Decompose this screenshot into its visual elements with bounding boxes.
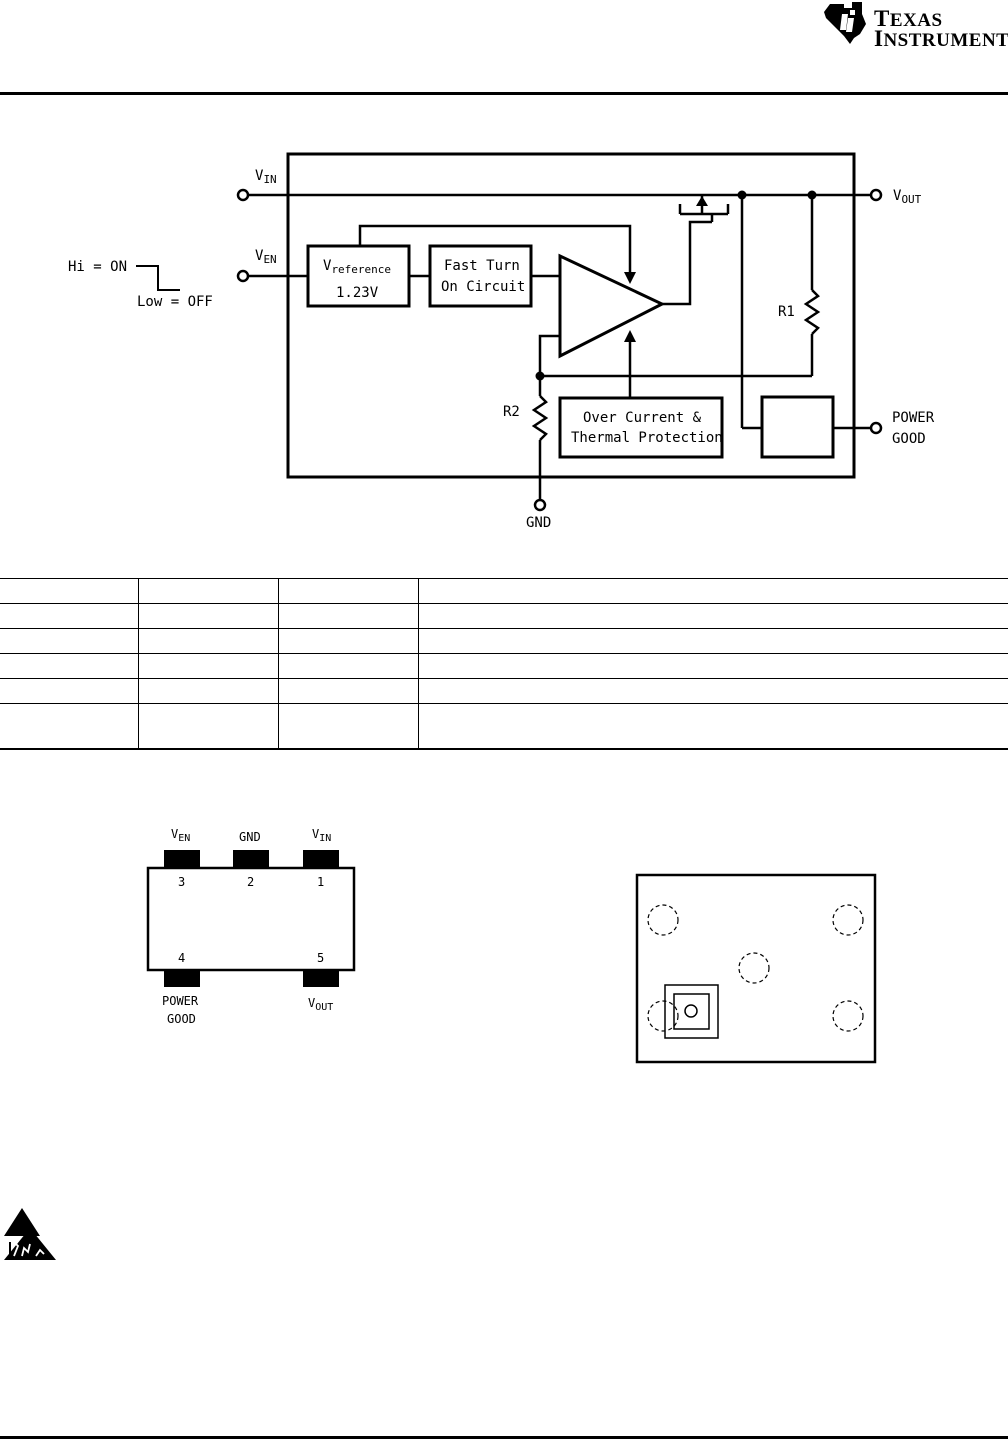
pin-table	[0, 578, 1008, 750]
ti-chip-logo-icon	[824, 2, 866, 44]
footer-rule	[0, 1436, 1008, 1439]
r2-label: R2	[503, 404, 520, 420]
power-good-label-2: GOOD	[892, 431, 926, 447]
ocp-label-1: Over Current &	[583, 410, 702, 426]
hi-on-label: Hi = ON	[68, 259, 127, 275]
table-row	[0, 653, 1008, 679]
pin-number-2: 2	[247, 875, 254, 889]
pin-vin-label: VIN	[312, 827, 331, 844]
header-rule	[0, 92, 1008, 95]
block-diagram: VIN VEN VOUT Hi = ON Low = OFF Vreferenc…	[68, 152, 935, 531]
r1-label: R1	[778, 304, 795, 320]
pin-power-label-1: POWER	[162, 994, 199, 1008]
low-off-label: Low = OFF	[137, 294, 213, 310]
fast-turn-label-2: On Circuit	[441, 279, 525, 295]
ti-logo: TEXAS INSTRUMENTS	[822, 0, 1008, 50]
pin-vout-label: VOUT	[308, 996, 333, 1013]
pin-power-label-2: GOOD	[167, 1012, 196, 1026]
logo-text-texas: TEXAS	[874, 6, 943, 31]
pin-ven-label: VEN	[171, 827, 190, 844]
pin-number-4: 4	[178, 951, 185, 965]
table-row	[0, 578, 1008, 604]
package-bottom-view	[635, 873, 877, 1064]
gnd-label: GND	[526, 515, 551, 531]
vref-label: Vreference	[323, 258, 391, 276]
esd-warning-icon	[4, 1208, 56, 1260]
ven-label: VEN	[255, 248, 277, 266]
vref-voltage-label: 1.23V	[336, 285, 379, 301]
pin-gnd-label: GND	[239, 830, 261, 844]
logo-text-instruments: INSTRUMENTS	[874, 26, 1008, 51]
vout-label: VOUT	[893, 188, 922, 206]
table-row	[0, 628, 1008, 654]
ocp-label-2: Thermal Protection	[571, 430, 723, 446]
pin-number-5: 5	[317, 951, 324, 965]
fast-turn-label-1: Fast Turn	[444, 258, 520, 274]
pin-number-3: 3	[178, 875, 185, 889]
table-row	[0, 603, 1008, 629]
pin-number-1: 1	[317, 875, 324, 889]
table-row	[0, 678, 1008, 704]
power-good-label-1: POWER	[892, 410, 935, 426]
table-row	[0, 703, 1008, 750]
vin-label: VIN	[255, 168, 277, 186]
package-pinout: VEN GND VIN 3 2 1 4 5 POWER GOOD VOUT	[146, 827, 356, 1026]
